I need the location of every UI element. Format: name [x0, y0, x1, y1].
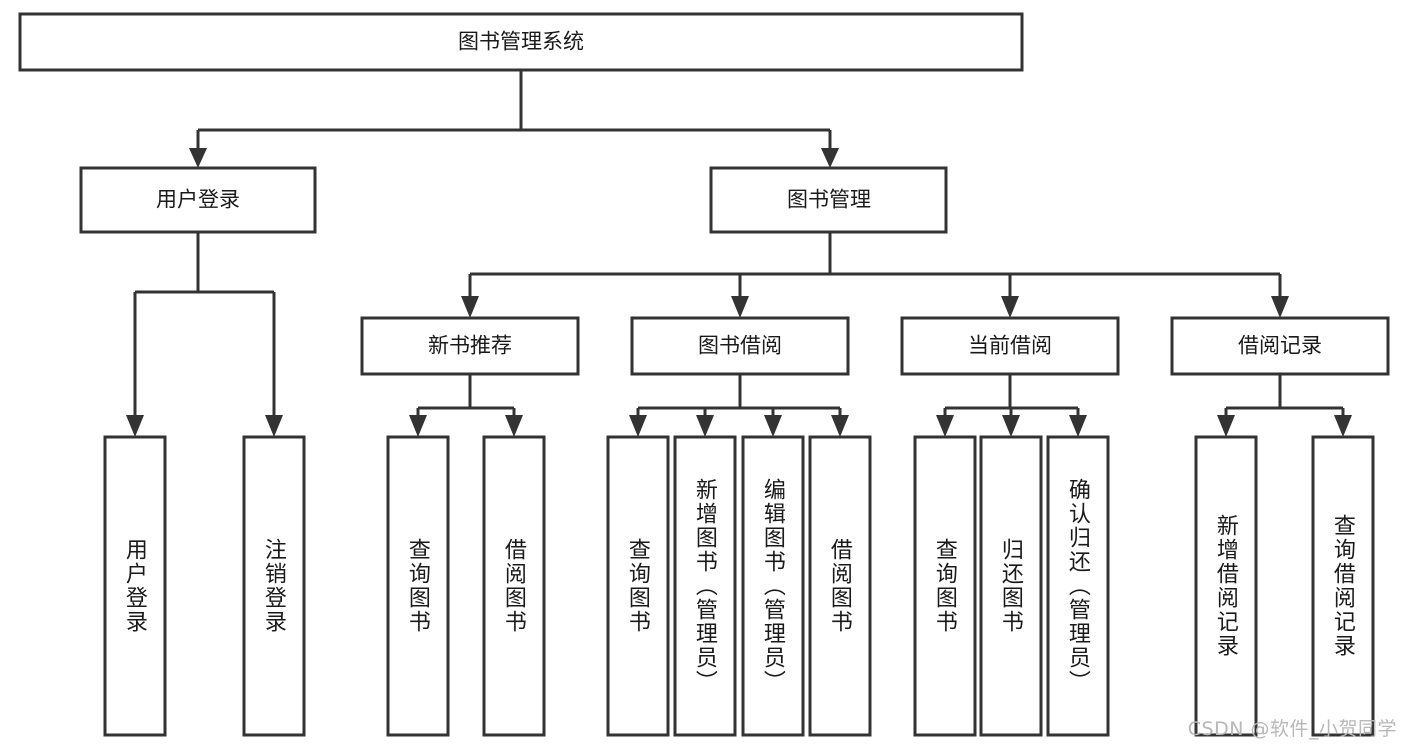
node-current-borrow-label: 当前借阅: [968, 335, 1052, 358]
node-book-manage[interactable]: 图书管理: [709, 166, 948, 234]
connector-borrow-record-to-leaves: [1217, 374, 1352, 437]
node-book-borrow-label: 图书借阅: [698, 335, 782, 358]
node-book-borrow-box[interactable]: [630, 316, 850, 376]
arrow-head-book-manage: [821, 148, 839, 168]
node-leaf-query-book-2-box[interactable]: [606, 435, 670, 737]
arrow-head-leaf-query-record: [1334, 415, 1352, 437]
arrow-head-leaf-user-login: [126, 415, 144, 437]
node-borrow-record-label: 借阅记录: [1238, 335, 1322, 358]
node-leaf-borrow-book-1-box[interactable]: [482, 435, 546, 737]
arrow-head-leaf-borrow-book-2: [831, 415, 849, 437]
node-borrow-record-box[interactable]: [1170, 316, 1390, 376]
node-book-manage-box[interactable]: [709, 166, 948, 234]
node-leaf-confirm-return-box[interactable]: [1046, 435, 1110, 737]
node-user-login[interactable]: 用户登录: [79, 166, 317, 234]
connector-book-borrow-to-leaves: [629, 374, 849, 437]
leaf-boxes: [103, 435, 1375, 737]
node-leaf-query-book-1-box[interactable]: [386, 435, 450, 737]
node-leaf-user-logout-box[interactable]: [242, 435, 306, 737]
node-new-book-rec-label: 新书推荐: [428, 335, 512, 358]
csdn-watermark: CSDN @软件_小贺同学: [1187, 718, 1397, 740]
node-current-borrow[interactable]: 当前借阅: [900, 316, 1120, 376]
node-root[interactable]: 图书管理系统: [18, 12, 1024, 72]
node-current-borrow-box[interactable]: [900, 316, 1120, 376]
arrow-head-leaf-query-book-3: [936, 415, 954, 437]
node-book-manage-label: 图书管理: [787, 189, 871, 212]
node-leaf-query-record-box[interactable]: [1311, 435, 1375, 737]
node-leaf-edit-book-box[interactable]: [741, 435, 805, 737]
node-borrow-record[interactable]: 借阅记录: [1170, 316, 1390, 376]
connector-user-login-to-leaves: [126, 232, 283, 437]
arrow-head-leaf-return-book: [1002, 415, 1020, 437]
connector-new-book-rec-to-leaves: [409, 374, 523, 437]
node-root-box[interactable]: [18, 12, 1024, 72]
node-leaf-user-login-box[interactable]: [103, 435, 167, 737]
arrow-head-leaf-add-book: [696, 415, 714, 437]
arrow-head-current-borrow: [1001, 296, 1019, 318]
arrow-head-leaf-borrow-book-1: [505, 415, 523, 437]
node-leaf-add-book-box[interactable]: [673, 435, 737, 737]
arrow-head-leaf-query-book-1: [409, 415, 427, 437]
node-book-borrow[interactable]: 图书借阅: [630, 316, 850, 376]
node-root-label: 图书管理系统: [458, 31, 584, 54]
arrow-head-user-login: [189, 148, 207, 168]
connector-current-borrow-to-leaves: [936, 374, 1087, 437]
connector-root-to-level2: [189, 70, 839, 168]
node-user-login-label: 用户登录: [156, 189, 240, 212]
arrow-head-leaf-user-logout: [265, 415, 283, 437]
connector-book-manage-to-level3: [461, 232, 1289, 318]
arrow-head-leaf-query-book-2: [629, 415, 647, 437]
arrow-head-book-borrow: [731, 296, 749, 318]
arrow-head-leaf-edit-book: [764, 415, 782, 437]
node-leaf-borrow-book-2-box[interactable]: [808, 435, 872, 737]
arrow-head-borrow-record: [1271, 296, 1289, 318]
arrow-head-leaf-add-record: [1217, 415, 1235, 437]
arrow-head-new-book-rec: [461, 296, 479, 318]
node-new-book-rec-box[interactable]: [360, 316, 580, 376]
node-leaf-add-record-box[interactable]: [1194, 435, 1258, 737]
node-leaf-query-book-3-box[interactable]: [913, 435, 977, 737]
node-user-login-box[interactable]: [79, 166, 317, 234]
node-leaf-return-book-box[interactable]: [979, 435, 1043, 737]
node-new-book-rec[interactable]: 新书推荐: [360, 316, 580, 376]
arrow-head-leaf-confirm-return: [1069, 415, 1087, 437]
